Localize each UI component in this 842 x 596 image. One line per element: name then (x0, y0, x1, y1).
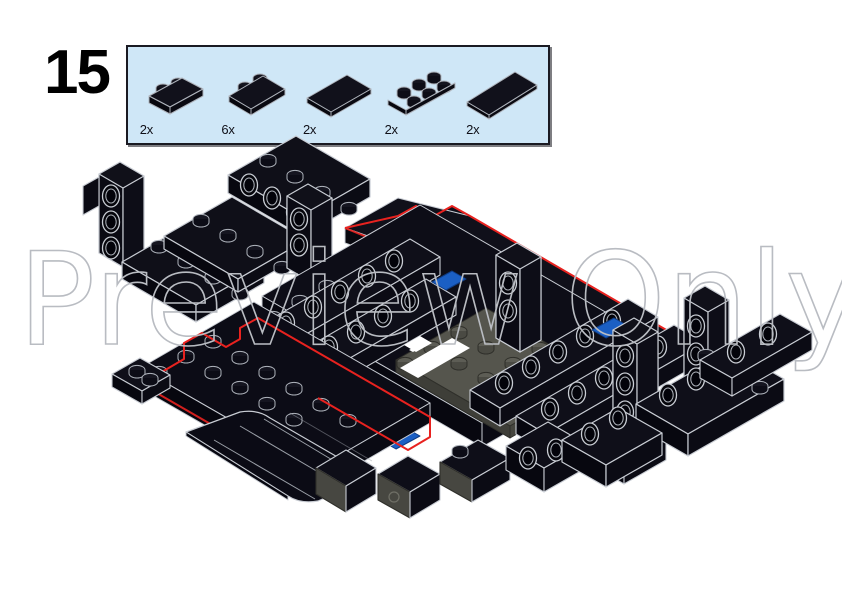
technic-beam-far-right (699, 313, 813, 397)
part-quantity: 2x (139, 122, 153, 137)
lego-plate-icon (382, 69, 458, 121)
technic-plate-left-upper (163, 196, 307, 293)
part-quantity: 2x (466, 122, 480, 137)
center-assembly (243, 204, 705, 453)
plate-far-left (111, 357, 171, 405)
step-number: 15 (44, 38, 111, 107)
part-item: 2x (299, 69, 377, 137)
watermark-text: Preview Only (18, 232, 842, 375)
technic-beam-right-vertical-b (683, 285, 730, 393)
blue-accent-piece (431, 270, 467, 291)
preview-only-watermark: Preview Only (17, 232, 842, 376)
plate-highlighted-upper-right (344, 197, 707, 369)
part-item: 2x (136, 69, 214, 137)
part-quantity: 2x (302, 122, 317, 137)
technic-beam-left-horizontal (121, 222, 265, 323)
technic-beam-right-lower (561, 406, 663, 488)
part-item: 2x (462, 69, 540, 137)
part-quantity: 2x (384, 122, 398, 137)
lego-tile-icon (463, 69, 539, 121)
technic-beam-left-vertical (82, 161, 145, 268)
part-item: 2x (381, 69, 459, 137)
bricks-bottom-center (315, 413, 667, 519)
plate-highlighted-lower-left (139, 301, 431, 490)
parts-callout-box: 2x (126, 45, 550, 145)
lego-tile-icon (300, 69, 376, 121)
lego-plate-icon (137, 69, 213, 121)
parts-list: 2x (128, 47, 548, 143)
blue-accent-piece (591, 317, 629, 339)
part-quantity: 6x (221, 122, 235, 137)
blue-accent-piece (243, 357, 283, 380)
technic-beam-right-vertical-a (612, 317, 659, 433)
blue-accent-piece (379, 426, 421, 450)
technic-beam-top-center (227, 135, 371, 237)
technic-beam-upper-right-vertical (495, 242, 542, 353)
technic-beam-right-horizontal (635, 348, 785, 457)
part-item: 6x (217, 69, 295, 137)
curved-slope-bottom-left (185, 410, 373, 503)
technic-beam-top-vertical (286, 183, 333, 283)
lego-plate-icon (218, 69, 294, 121)
